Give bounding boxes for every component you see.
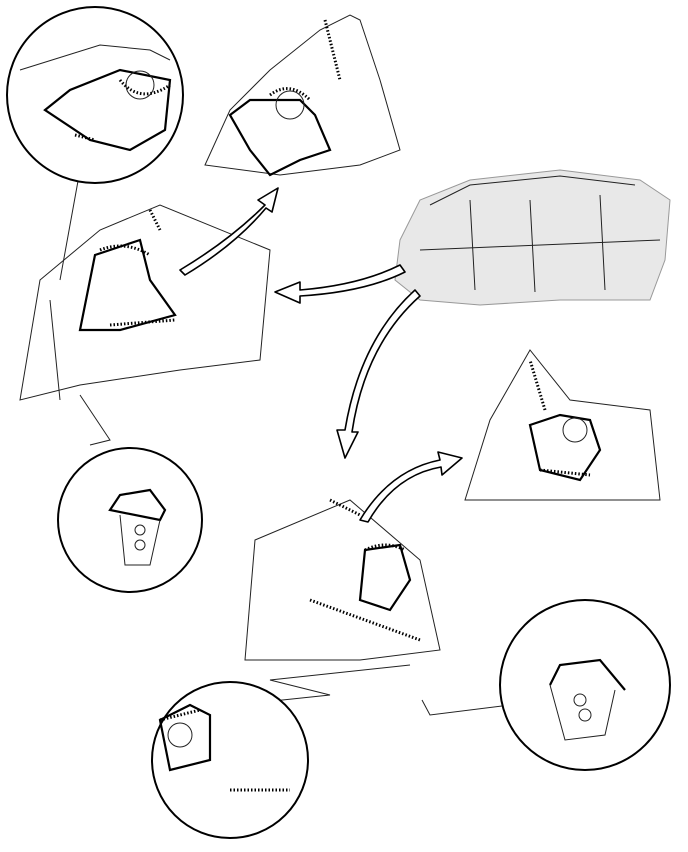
car-body-overview [394,169,671,306]
arrow-car-to-right-apron [336,289,421,459]
left-strut-detail-view [204,14,401,177]
left-circle-bottom [57,394,203,593]
left-circle-top [6,6,184,281]
arrow-left-to-detail [179,187,279,276]
right-strut-detail-view [464,349,661,501]
right-circle-right [421,599,671,771]
left-front-apron-view [19,204,271,401]
right-front-apron-view [244,498,441,661]
right-circle-left [151,664,411,839]
arrow-car-to-left-apron [274,264,406,304]
arrow-right-to-detail [359,451,463,523]
